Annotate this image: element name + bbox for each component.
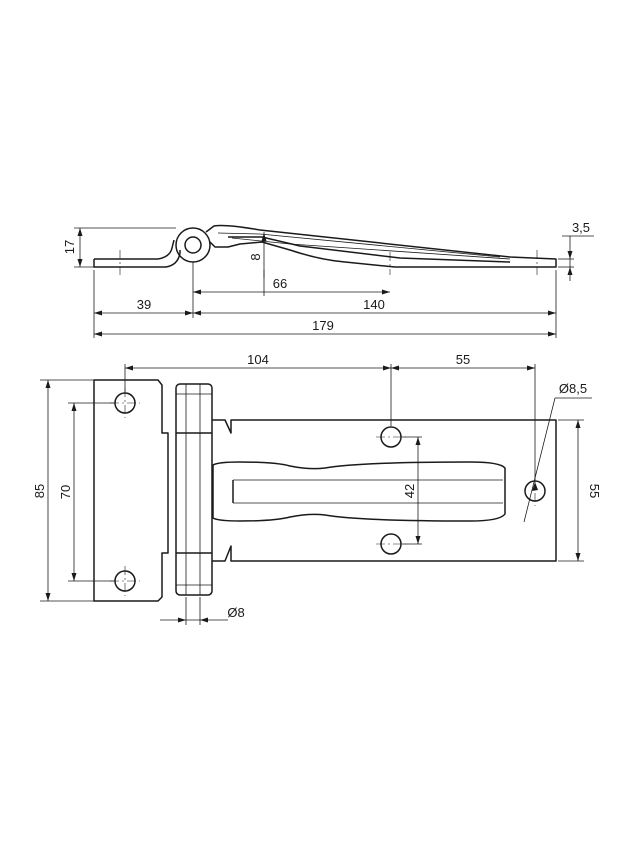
side-view: 17 8 3,5 66 39 140 179 bbox=[62, 220, 594, 338]
dim-85: 85 bbox=[32, 484, 47, 498]
dim-104: 104 bbox=[247, 352, 269, 367]
dim-17: 17 bbox=[62, 240, 77, 254]
side-right-leaf bbox=[205, 224, 557, 268]
top-rib bbox=[212, 461, 506, 522]
side-knuckle-pin bbox=[184, 236, 202, 254]
side-left-leaf bbox=[93, 239, 181, 268]
dim-66: 66 bbox=[273, 276, 287, 291]
dim-pin-diameter: Ø8 bbox=[227, 605, 244, 620]
dim-8: 8 bbox=[248, 253, 263, 260]
dim-55-right: 55 bbox=[587, 484, 602, 498]
side-leaf-inner bbox=[228, 236, 511, 263]
dim-hole-diameter: Ø8,5 bbox=[559, 381, 587, 396]
dim-179: 179 bbox=[312, 318, 334, 333]
dim-3-5: 3,5 bbox=[572, 220, 590, 235]
side-knuckle-outer bbox=[175, 227, 211, 263]
top-view: 104 55 Ø8,5 85 70 55 42 bbox=[32, 352, 602, 625]
dim-39: 39 bbox=[137, 297, 151, 312]
top-knuckle bbox=[175, 383, 213, 596]
dim-55-top: 55 bbox=[456, 352, 470, 367]
top-right-plate bbox=[212, 419, 557, 562]
top-left-plate bbox=[93, 379, 169, 602]
dim-70: 70 bbox=[58, 485, 73, 499]
dim-42: 42 bbox=[402, 484, 417, 498]
dim-140: 140 bbox=[363, 297, 385, 312]
